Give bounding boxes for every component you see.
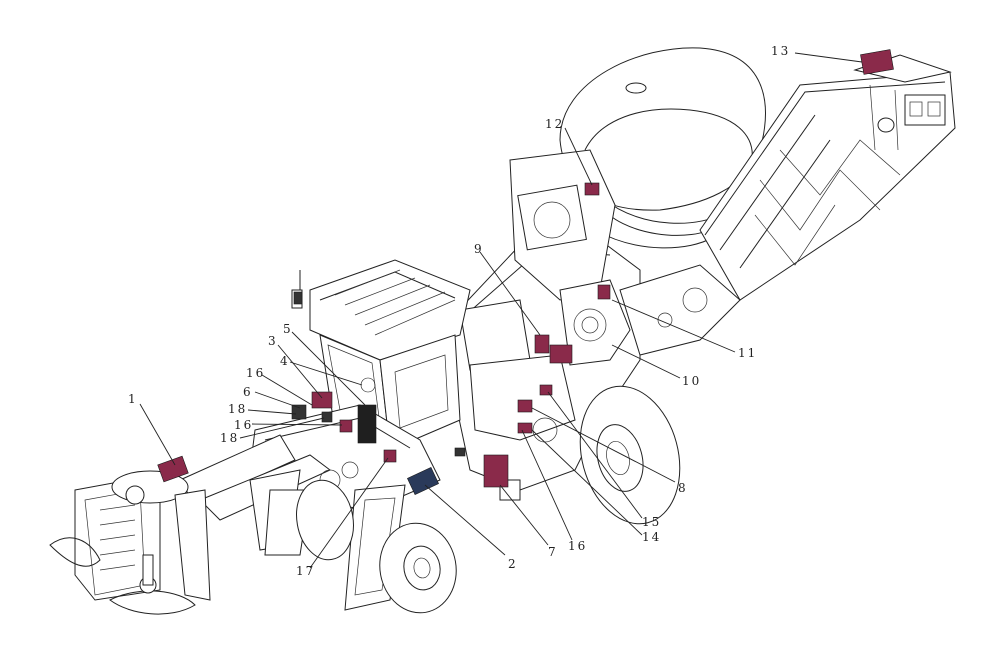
callout-16b: 16 — [234, 418, 253, 432]
component-16 — [339, 419, 353, 433]
leader-7 — [499, 484, 549, 546]
callout-17: 17 — [296, 564, 315, 578]
component-8 — [517, 399, 533, 413]
leader-17 — [309, 457, 389, 569]
leader-12 — [564, 127, 593, 186]
leader-10 — [611, 344, 681, 379]
callout-5: 5 — [283, 322, 293, 336]
leader-9 — [479, 251, 541, 336]
component-9 — [534, 334, 550, 354]
leader-14 — [531, 429, 643, 536]
leader-16a — [261, 374, 313, 406]
callout-3: 3 — [268, 334, 278, 348]
leader-2 — [424, 484, 506, 556]
leader-18a — [247, 409, 297, 415]
leader-11 — [611, 299, 736, 353]
callout-16c: 16 — [568, 539, 587, 553]
component-12 — [584, 182, 600, 196]
component-beacon — [293, 291, 303, 305]
leader-3 — [277, 344, 323, 399]
component-10 — [597, 284, 611, 300]
callout-15: 15 — [642, 515, 661, 529]
leader-16c — [521, 429, 573, 541]
callout-7: 7 — [548, 545, 558, 559]
component-6 — [291, 404, 307, 420]
base-cutter — [49, 470, 211, 615]
callout-13: 13 — [771, 44, 790, 58]
component-7 — [483, 454, 509, 488]
callout-11: 11 — [738, 346, 757, 360]
component-15 — [539, 384, 553, 396]
component-9b — [549, 344, 573, 364]
component-2 — [407, 466, 439, 496]
front-chassis — [179, 404, 441, 611]
component-3 — [311, 391, 333, 409]
leader-4 — [289, 361, 363, 386]
leader-6 — [254, 391, 301, 409]
callout-1: 1 — [128, 392, 138, 406]
leader-18b — [239, 417, 325, 439]
callout-16a: 16 — [246, 366, 265, 380]
leader-1 — [139, 403, 176, 466]
callout-18a: 18 — [228, 402, 247, 416]
callout-2: 2 — [508, 557, 518, 571]
callout-labels: 1 2 3 4 5 6 7 8 9 10 11 12 13 14 15 16 1… — [128, 44, 790, 578]
callout-12: 12 — [545, 117, 564, 131]
highlighted-components — [157, 49, 894, 496]
component-1 — [157, 455, 189, 483]
leader-5 — [291, 331, 366, 406]
component-14 — [517, 422, 533, 434]
wheels — [296, 385, 681, 614]
component-13 — [860, 49, 894, 75]
leader-8 — [531, 407, 676, 483]
callout-10: 10 — [682, 374, 701, 388]
callout-14: 14 — [642, 530, 661, 544]
component-17 — [383, 449, 397, 463]
machine-outline — [49, 47, 956, 615]
callout-9: 9 — [474, 242, 484, 256]
callout-6: 6 — [243, 385, 253, 399]
callout-8: 8 — [678, 481, 688, 495]
component-hydraulic — [454, 447, 466, 457]
component-5 — [357, 404, 377, 444]
leader-lines — [139, 52, 863, 569]
callout-4: 4 — [280, 354, 290, 368]
component-18 — [321, 411, 333, 423]
callout-18b: 18 — [220, 431, 239, 445]
leader-15 — [547, 391, 643, 519]
leader-13 — [794, 52, 863, 63]
